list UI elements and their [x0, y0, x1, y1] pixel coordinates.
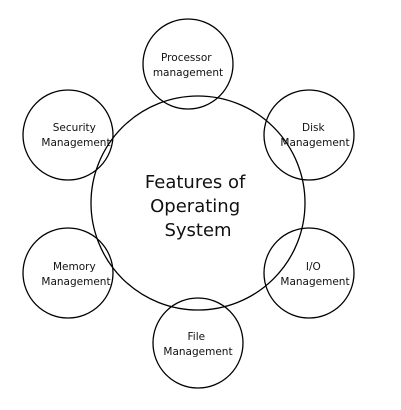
node-memory-line-2: Management	[41, 276, 110, 288]
node-security-line-2: Management	[41, 137, 110, 149]
node-file-label: File Management	[163, 331, 232, 358]
node-processor-line-1: Processor	[161, 52, 212, 64]
center-line-2: Operating	[150, 196, 240, 217]
node-io-label: I/O Management	[280, 261, 349, 288]
node-memory-line-1: Memory	[53, 261, 96, 273]
node-file-circle	[152, 297, 244, 389]
node-io-line-1: I/O	[306, 261, 321, 273]
node-processor-line-2: management	[153, 67, 223, 79]
node-memory: Memory Management	[22, 227, 114, 319]
node-file: File Management	[152, 297, 244, 389]
center-title: Features of Operating System	[145, 172, 251, 241]
center-line-3: System	[164, 220, 231, 241]
node-security: Security Management	[22, 89, 114, 181]
node-disk: Disk Management	[263, 89, 355, 181]
node-memory-circle	[22, 227, 114, 319]
node-security-line-1: Security	[53, 122, 96, 134]
node-security-label: Security Management	[41, 122, 110, 149]
center-line-1: Features of	[145, 172, 246, 193]
center-circle	[90, 95, 306, 311]
node-disk-line-1: Disk	[302, 122, 325, 134]
node-disk-label: Disk Management	[280, 122, 349, 149]
node-processor-label: Processor management	[153, 52, 223, 79]
node-processor-circle	[142, 18, 234, 110]
node-memory-label: Memory Management	[41, 261, 110, 288]
node-disk-circle	[263, 89, 355, 181]
center-node: Features of Operating System	[90, 95, 306, 311]
node-disk-line-2: Management	[280, 137, 349, 149]
node-io-circle	[263, 227, 355, 319]
node-security-circle	[22, 89, 114, 181]
node-processor: Processor management	[142, 18, 234, 110]
node-io: I/O Management	[263, 227, 355, 319]
node-io-line-2: Management	[280, 276, 349, 288]
node-file-line-2: Management	[163, 346, 232, 358]
node-file-line-1: File	[188, 331, 206, 343]
